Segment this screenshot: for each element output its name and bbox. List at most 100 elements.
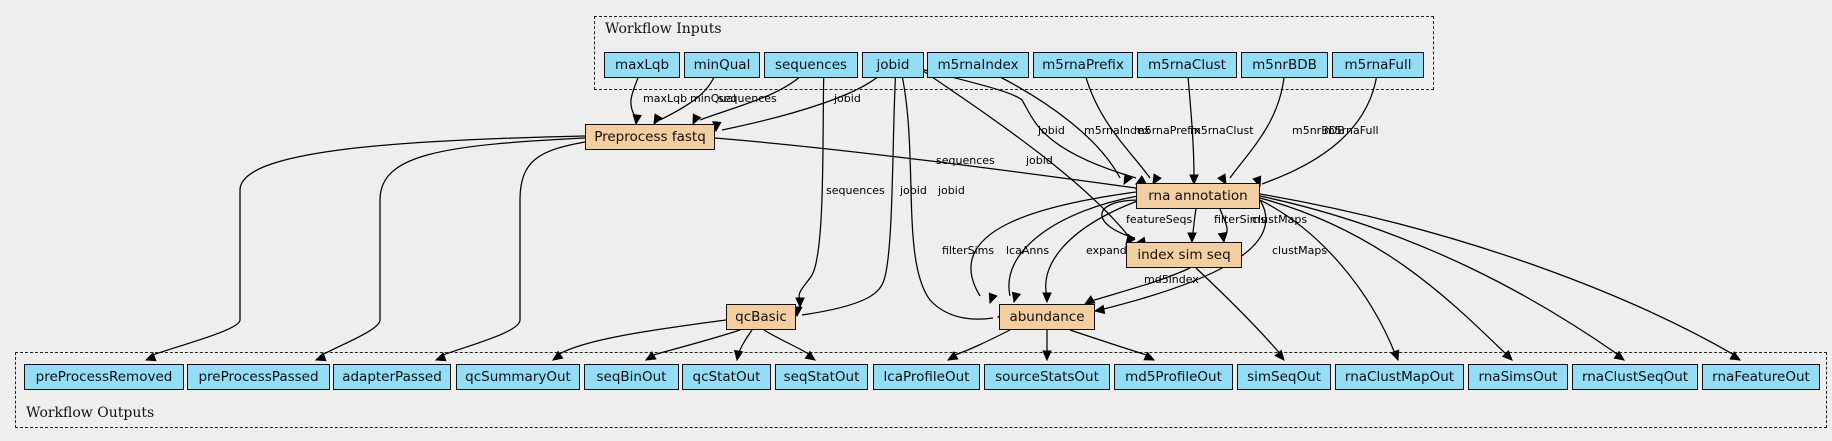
edge-rna-annotation-to-rnafeatureout-arrowhead bbox=[1729, 351, 1742, 361]
input-node-m5rnaindex[interactable]: m5rnaIndex bbox=[927, 52, 1029, 78]
edge-jobid-to-preprocess-fastq-jobid-label: jobid bbox=[833, 92, 861, 105]
output-node-preprocesspassed[interactable]: preProcessPassed bbox=[187, 364, 330, 390]
edge-rna-annotation-to-abundance-filtersims-arrowhead bbox=[988, 292, 998, 305]
output-node-md5profileout[interactable]: md5ProfileOut bbox=[1114, 364, 1233, 390]
edge-rna-annotation-to-abundance-lcaanns-label: lcaAnns bbox=[1006, 244, 1049, 257]
edge-jobid-to-rna-annotation-jobid bbox=[909, 65, 1137, 179]
input-node-sequences[interactable]: sequences bbox=[764, 52, 858, 78]
input-node-m5rnaclust[interactable]: m5rnaClust bbox=[1137, 52, 1237, 78]
edge-sequences-to-qcbasic-sequences-label: sequences bbox=[826, 184, 885, 197]
step-node-rna-annotation[interactable]: rna annotation bbox=[1136, 183, 1260, 209]
edge-jobid-to-index-sim-seq-jobid-label: jobid bbox=[1025, 154, 1053, 167]
output-node-rnaclustseqout[interactable]: rnaClustSeqOut bbox=[1572, 364, 1698, 390]
edge-m5rnaclust-to-rna-annotation-m5rnaclust bbox=[1186, 65, 1195, 179]
edge-m5rnaclust-to-rna-annotation-m5rnaclust-label: m5rnaClust bbox=[1190, 124, 1254, 137]
output-node-rnaclustmapout[interactable]: rnaClustMapOut bbox=[1335, 364, 1464, 390]
edge-m5rnafull-to-rna-annotation-m5rnafull-label: m5rnaFull bbox=[1324, 124, 1379, 137]
edge-m5rnaindex-to-rna-annotation-m5rnaindex-arrowhead bbox=[1123, 173, 1133, 186]
edge-rna-annotation-to-rnafeatureout bbox=[1259, 193, 1737, 357]
edge-qcbasic-to-qcstatout-arrowhead bbox=[733, 349, 744, 362]
edge-jobid-to-qcbasic-jobid-label: jobid bbox=[899, 184, 927, 197]
edge-rna-annotation-to-index-sim-seq-clustmaps-arrowhead bbox=[1217, 231, 1228, 244]
step-node-qcbasic[interactable]: qcBasic bbox=[726, 304, 796, 330]
edge-m5nrbdb-to-rna-annotation-m5nrbdb-arrowhead bbox=[1217, 173, 1227, 186]
edge-rna-annotation-to-rnaclustseqout-arrowhead bbox=[1613, 350, 1626, 361]
edge-index-sim-seq-to-abundance-md5index-arrowhead bbox=[1083, 295, 1096, 305]
edge-jobid-to-qcbasic-jobid bbox=[801, 65, 897, 316]
output-node-seqstatout[interactable]: seqStatOut bbox=[775, 364, 868, 390]
edge-m5nrbdb-to-rna-annotation-m5nrbdb-label: m5nrBDB bbox=[1292, 124, 1345, 137]
edge-m5rnaprefix-to-rna-annotation-m5rnaprefix bbox=[1082, 65, 1151, 179]
workflow-outputs-label: Workflow Outputs bbox=[26, 405, 155, 421]
workflow-outputs-cluster: Workflow Outputs bbox=[15, 352, 1827, 428]
input-node-m5rnaprefix[interactable]: m5rnaPrefix bbox=[1033, 52, 1133, 78]
step-node-index-sim-seq[interactable]: index sim seq bbox=[1126, 242, 1242, 268]
output-node-preprocessremoved[interactable]: preProcessRemoved bbox=[24, 364, 184, 390]
edge-sequences-to-preprocess-fastq-sequences-label: sequences bbox=[718, 92, 777, 105]
edge-rna-annotation-to-abundance-expandsims bbox=[1045, 199, 1141, 297]
edge-qcbasic-to-qcsummaryout bbox=[555, 319, 727, 357]
edge-preprocess-fastq-to-adapterpassed bbox=[439, 141, 586, 357]
edge-m5rnaindex-to-rna-annotation-m5rnaindex-label: m5rnaIndex bbox=[1084, 124, 1151, 137]
edge-index-sim-seq-to-simseqout-arrowhead bbox=[1274, 349, 1285, 361]
edge-rna-annotation-to-abundance-filtersims-label: filterSims bbox=[942, 244, 994, 257]
edge-minqual-to-preprocess-fastq-minqual-label: minQual bbox=[690, 92, 736, 105]
output-node-simseqout[interactable]: simSeqOut bbox=[1237, 364, 1331, 390]
step-node-abundance[interactable]: abundance bbox=[999, 304, 1095, 330]
output-node-sourcestatsout[interactable]: sourceStatsOut bbox=[984, 364, 1110, 390]
input-node-minqual[interactable]: minQual bbox=[684, 52, 760, 78]
edge-qcbasic-to-seqstatout-arrowhead bbox=[804, 350, 817, 361]
edge-preprocess-fastq-to-rna-annotation-sequences bbox=[714, 137, 1137, 189]
edge-jobid-to-index-sim-seq-jobid bbox=[915, 65, 1131, 239]
edge-rna-annotation-to-index-sim-seq-filtersims-label: filterSims bbox=[1214, 213, 1266, 226]
output-node-seqbinout[interactable]: seqBinOut bbox=[584, 364, 679, 390]
edge-rna-annotation-to-abundance-lcaanns bbox=[1008, 195, 1139, 297]
edge-jobid-to-rna-annotation-jobid-label: jobid bbox=[1037, 124, 1065, 137]
edge-preprocess-fastq-to-adapterpassed-arrowhead bbox=[434, 352, 447, 362]
edge-sequences-to-qcbasic-sequences bbox=[798, 65, 825, 301]
input-node-m5nrbdb[interactable]: m5nrBDB bbox=[1241, 52, 1328, 78]
input-node-m5rnafull[interactable]: m5rnaFull bbox=[1332, 52, 1424, 78]
edge-maxlqb-to-preprocess-fastq-maxlqb-label: maxLqb bbox=[643, 92, 687, 105]
input-node-maxlqb[interactable]: maxLqb bbox=[604, 52, 680, 78]
edge-preprocess-fastq-to-preprocesspassed bbox=[319, 137, 586, 357]
workflow-inputs-label: Workflow Inputs bbox=[605, 21, 722, 37]
edge-rna-annotation-to-index-sim-seq-filtersims-arrowhead bbox=[1187, 232, 1197, 244]
edge-qcbasic-to-seqbinout-arrowhead bbox=[644, 351, 657, 361]
output-node-qcsummaryout[interactable]: qcSummaryOut bbox=[456, 364, 580, 390]
edge-abundance-to-lcaprofileout-arrowhead bbox=[946, 351, 959, 361]
edge-rna-annotation-to-index-sim-seq-featureseqs-label: featureSeqs bbox=[1126, 213, 1192, 226]
edge-abundance-to-lcaprofileout bbox=[951, 329, 1011, 357]
output-node-adapterpassed[interactable]: adapterPassed bbox=[333, 364, 451, 390]
edge-rna-annotation-to-abundance-clustmaps-arrowhead bbox=[1093, 304, 1106, 315]
edge-rna-annotation-to-abundance-filtersims bbox=[970, 191, 1137, 297]
output-node-rnafeatureout[interactable]: rnaFeatureOut bbox=[1702, 364, 1820, 390]
edge-rna-annotation-to-rnasimsout bbox=[1259, 197, 1509, 357]
edge-m5rnafull-to-rna-annotation-m5rnafull bbox=[1261, 65, 1379, 185]
edge-rna-annotation-to-rnasimsout-arrowhead bbox=[1501, 349, 1513, 361]
edge-jobid-to-abundance-jobid-label: jobid bbox=[937, 184, 965, 197]
edge-rna-annotation-to-abundance-expandsims-arrowhead bbox=[1042, 292, 1052, 304]
edge-jobid-to-abundance-jobid bbox=[899, 65, 994, 320]
edge-sequences-to-preprocess-fastq-sequences-arrowhead bbox=[692, 113, 702, 126]
input-node-jobid[interactable]: jobid bbox=[862, 52, 924, 78]
step-node-preprocess-fastq[interactable]: Preprocess fastq bbox=[585, 124, 715, 150]
edge-m5rnaindex-to-rna-annotation-m5rnaindex bbox=[977, 65, 1121, 179]
edge-abundance-to-sourcestatsout-arrowhead bbox=[1042, 350, 1052, 362]
edge-qcbasic-to-qcsummaryout-arrowhead bbox=[551, 350, 564, 361]
output-node-rnasimsout[interactable]: rnaSimsOut bbox=[1468, 364, 1568, 390]
edge-rna-annotation-to-rnaclustseqout bbox=[1259, 195, 1621, 357]
edge-rna-annotation-to-abundance-clustmaps-label: clustMaps bbox=[1272, 244, 1327, 257]
edge-index-sim-seq-to-abundance-md5index bbox=[1087, 267, 1191, 303]
edge-rna-annotation-to-abundance-lcaanns-arrowhead bbox=[1011, 291, 1022, 304]
edge-m5rnaprefix-to-rna-annotation-m5rnaprefix-label: m5rnaPrefix bbox=[1134, 124, 1201, 137]
output-node-lcaprofileout[interactable]: lcaProfileOut bbox=[873, 364, 980, 390]
output-node-qcstatout[interactable]: qcStatOut bbox=[682, 364, 771, 390]
edge-m5nrbdb-to-rna-annotation-m5nrbdb bbox=[1229, 65, 1286, 179]
edge-qcbasic-to-seqbinout bbox=[649, 329, 741, 357]
edge-preprocess-fastq-to-preprocesspassed-arrowhead bbox=[314, 352, 327, 362]
edge-rna-annotation-to-index-sim-seq-featureseqs bbox=[1101, 199, 1141, 239]
edge-sequences-to-qcbasic-sequences-arrowhead bbox=[795, 297, 805, 309]
edge-m5rnaclust-to-rna-annotation-m5rnaclust-arrowhead bbox=[1189, 174, 1199, 186]
